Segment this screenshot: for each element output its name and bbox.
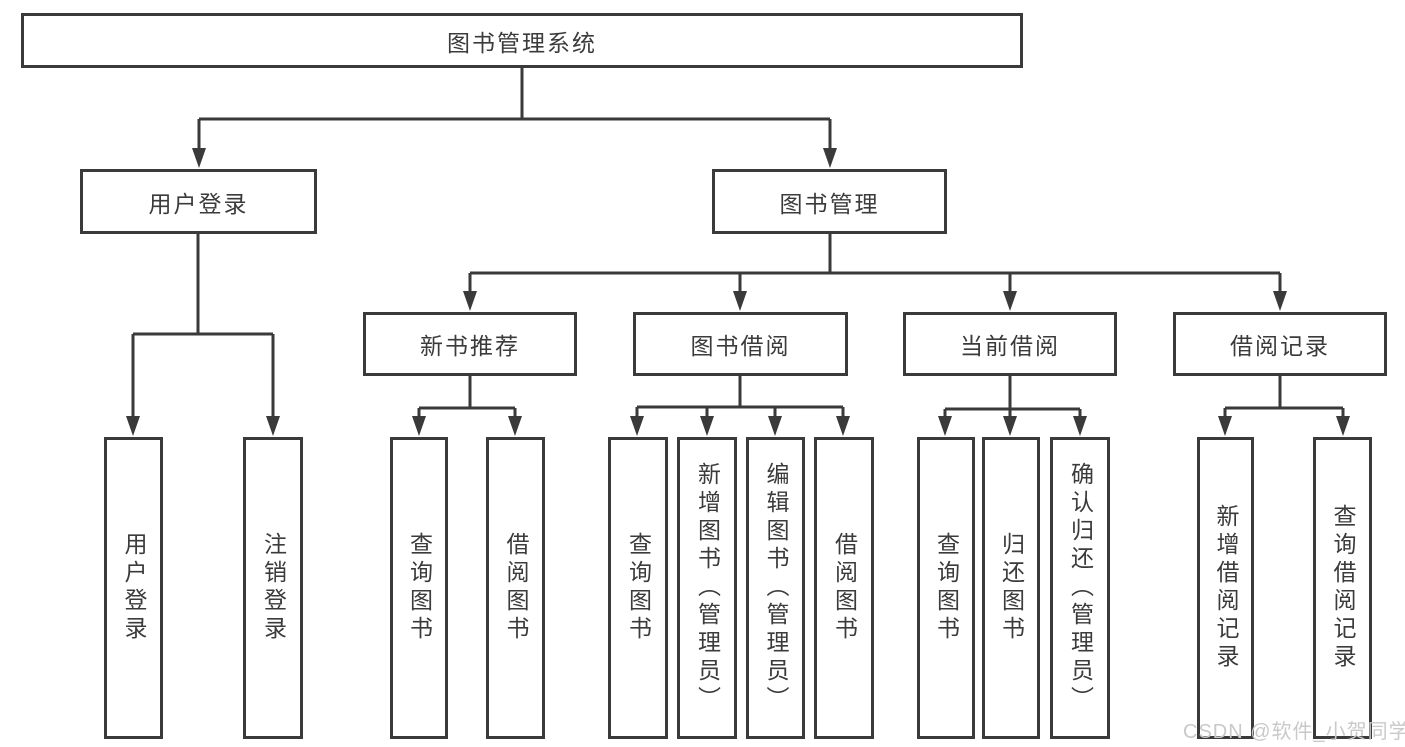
node-leaf-confirm-return-admin: 确认归还（管理员） — [1050, 437, 1110, 739]
node-leaf-edit-books-admin-label: 编辑图书（管理员） — [763, 462, 789, 714]
node-user-login: 用户登录 — [80, 169, 317, 234]
node-borrowing-records: 借阅记录 — [1173, 312, 1387, 376]
node-book-management: 图书管理 — [712, 169, 947, 234]
node-leaf-logout-label: 注销登录 — [260, 532, 287, 644]
node-leaf-borrow-books-label: 借阅图书 — [831, 532, 858, 644]
node-leaf-query-borrow-record-label: 查询借阅记录 — [1330, 504, 1356, 672]
node-leaf-query-books-borrow: 查询图书 — [608, 437, 668, 739]
node-leaf-edit-books-admin: 编辑图书（管理员） — [746, 437, 805, 739]
node-leaf-borrow-books-rec: 借阅图书 — [486, 437, 545, 739]
node-leaf-query-books-rec: 查询图书 — [390, 437, 448, 739]
node-leaf-return-books: 归还图书 — [982, 437, 1040, 739]
node-leaf-query-books-current-label: 查询图书 — [933, 532, 960, 644]
node-root-system: 图书管理系统 — [21, 13, 1023, 68]
node-book-borrowing: 图书借阅 — [633, 312, 848, 376]
node-borrowing-records-label: 借阅记录 — [1230, 333, 1330, 359]
node-leaf-query-books-rec-label: 查询图书 — [406, 532, 433, 644]
node-leaf-logout: 注销登录 — [243, 437, 303, 739]
node-root-label: 图书管理系统 — [447, 29, 597, 56]
node-leaf-add-books-admin-label: 新增图书（管理员） — [694, 462, 721, 714]
node-leaf-query-books-current: 查询图书 — [917, 437, 975, 739]
node-new-book-recommend: 新书推荐 — [363, 312, 577, 376]
node-leaf-confirm-return-admin-label: 确认归还（管理员） — [1067, 462, 1094, 714]
arrowhead-icons — [126, 148, 1350, 436]
node-leaf-user-login: 用户登录 — [104, 437, 163, 739]
node-leaf-add-borrow-record-label: 新增借阅记录 — [1213, 504, 1239, 672]
node-leaf-add-borrow-record: 新增借阅记录 — [1197, 437, 1254, 739]
node-current-borrowing: 当前借阅 — [903, 312, 1117, 376]
node-leaf-return-books-label: 归还图书 — [998, 532, 1025, 644]
node-user-login-label: 用户登录 — [148, 190, 249, 217]
node-book-management-label: 图书管理 — [779, 190, 880, 217]
node-leaf-query-borrow-record: 查询借阅记录 — [1313, 437, 1372, 739]
node-new-book-recommend-label: 新书推荐 — [420, 333, 520, 359]
csdn-watermark: CSDN @软件_小贺同学 — [1183, 721, 1405, 743]
node-leaf-query-books-borrow-label: 查询图书 — [625, 532, 652, 644]
node-book-borrowing-label: 图书借阅 — [690, 333, 791, 359]
node-current-borrowing-label: 当前借阅 — [960, 333, 1060, 359]
node-leaf-user-login-label: 用户登录 — [121, 532, 147, 644]
node-leaf-borrow-books-rec-label: 借阅图书 — [503, 532, 529, 644]
node-leaf-borrow-books: 借阅图书 — [814, 437, 874, 739]
node-leaf-add-books-admin: 新增图书（管理员） — [677, 437, 737, 739]
